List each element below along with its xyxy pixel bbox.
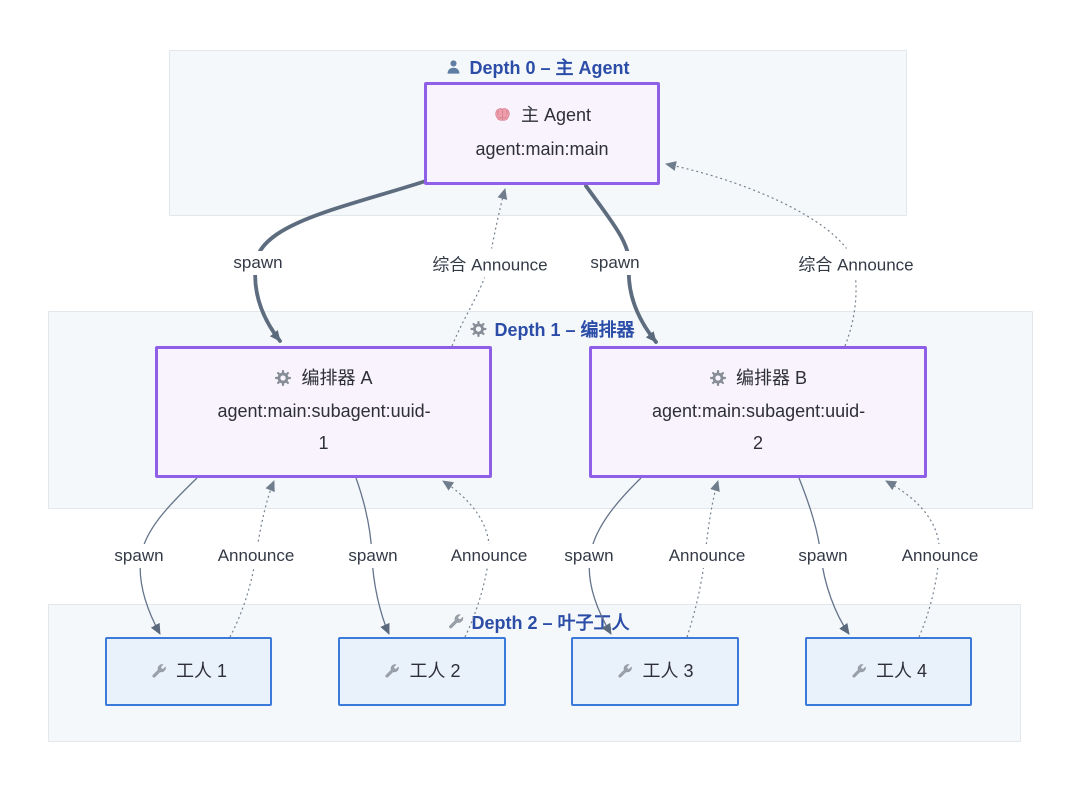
depth0-header-label: Depth 0 – 主 Agent: [469, 58, 630, 78]
orchestrator-b-id: agent:main:subagent:uuid-2: [652, 401, 866, 453]
worker-3-label: 工人 3: [642, 660, 694, 681]
edge-label-spawn-a-w2: spawn: [343, 544, 403, 568]
edge-label-spawn-b-w3: spawn: [559, 544, 619, 568]
main-agent-id: agent:main:main: [475, 138, 609, 159]
gear-icon: [470, 321, 487, 337]
depth0-header: Depth 0 – 主 Agent: [444, 54, 630, 80]
gear-icon: [275, 370, 292, 387]
orchestrator-a-node: 编排器 A agent:main:subagent:uuid-1: [155, 346, 492, 478]
worker-1-node: 工人 1: [105, 637, 272, 706]
edge-label-spawn-main-b: spawn: [585, 251, 645, 275]
worker-1-title-row: 工人 1: [150, 658, 227, 686]
worker-3-node: 工人 3: [571, 637, 739, 706]
edge-label-announce-b-main: 综合 Announce: [793, 248, 919, 278]
wrench-icon: [852, 664, 866, 678]
orchestrator-b-title-row: 编排器 B: [709, 365, 807, 393]
edge-label-announce-a-main: 综合 Announce: [427, 248, 553, 278]
orchestrator-a-label: 编排器 A: [301, 367, 373, 388]
gear-icon: [710, 370, 726, 387]
edge-label-announce-w3-b: Announce: [663, 544, 751, 568]
edge-label-spawn-a-w1: spawn: [109, 544, 169, 568]
worker-4-label: 工人 4: [875, 660, 927, 681]
edge-label-spawn-main-a: spawn: [228, 251, 288, 275]
orchestrator-a-title-row: 编排器 A: [274, 365, 373, 393]
orchestrator-b-label: 编排器 B: [735, 367, 807, 388]
worker-4-title-row: 工人 4: [850, 658, 927, 686]
orchestrator-a-id: agent:main:subagent:uuid-1: [217, 401, 431, 453]
worker-4-node: 工人 4: [805, 637, 972, 706]
depth1-header: Depth 1 – 编排器: [469, 316, 635, 342]
main-agent-label: 主 Agent: [520, 104, 592, 125]
worker-2-title-row: 工人 2: [383, 658, 461, 686]
depth1-header-label: Depth 1 – 编排器: [494, 320, 635, 340]
edge-label-spawn-b-w4: spawn: [793, 544, 853, 568]
edge-label-announce-w2-a: Announce: [445, 544, 533, 568]
wrench-icon: [152, 664, 166, 678]
brain-icon: [495, 108, 510, 121]
wrench-icon: [385, 664, 400, 678]
orchestrator-b-node: 编排器 B agent:main:subagent:uuid-2: [589, 346, 927, 478]
main-agent-node: 主 Agent agent:main:main: [424, 82, 660, 185]
wrench-icon: [618, 664, 633, 678]
edge-label-announce-w1-a: Announce: [212, 544, 300, 568]
worker-3-title-row: 工人 3: [616, 658, 694, 686]
worker-2-node: 工人 2: [338, 637, 506, 706]
wrench-icon: [449, 614, 464, 629]
main-agent-title-row: 主 Agent: [493, 102, 591, 130]
depth2-header: Depth 2 – 叶子工人: [446, 609, 630, 635]
person-icon: [447, 60, 460, 74]
worker-2-label: 工人 2: [409, 660, 461, 681]
depth2-header-label: Depth 2 – 叶子工人: [471, 613, 630, 633]
edge-label-announce-w4-b: Announce: [896, 544, 984, 568]
worker-1-label: 工人 1: [175, 660, 227, 681]
